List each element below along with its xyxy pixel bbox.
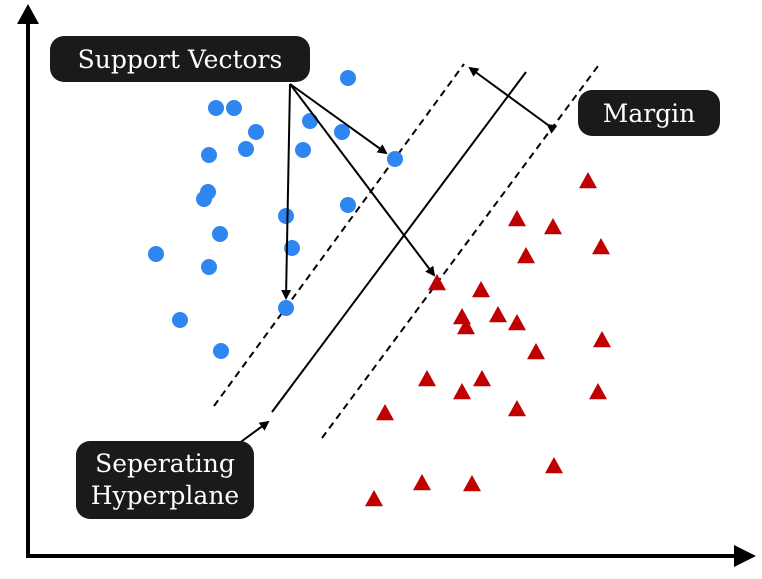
class-a-point	[148, 246, 164, 262]
support-vectors-text: Support Vectors	[77, 44, 283, 74]
class-a-point	[278, 208, 294, 224]
class-b-point	[593, 331, 611, 348]
class-b-point	[589, 383, 607, 400]
lower-margin-line	[321, 65, 599, 439]
class-b-point	[544, 218, 562, 235]
axes	[17, 4, 756, 567]
class-a-point	[213, 343, 229, 359]
class-a-point	[201, 259, 217, 275]
class-b-point	[579, 172, 597, 189]
class-a-points	[148, 70, 403, 359]
class-a-point	[196, 191, 212, 207]
support-vector-arrow-3	[289, 83, 388, 155]
class-b-point	[418, 370, 436, 387]
class-b-point	[453, 308, 471, 325]
separating-hyperplane-label: Seperating Hyperplane	[76, 441, 254, 519]
support-vector-arrow-2	[289, 83, 436, 277]
class-a-point	[172, 312, 188, 328]
hyperplane-text-line2: Hyperplane	[90, 481, 240, 510]
class-a-point	[334, 124, 350, 140]
class-a-point	[226, 100, 242, 116]
class-b-point	[472, 281, 490, 298]
annotation-arrows	[237, 66, 558, 445]
y-axis-arrow-icon	[17, 4, 39, 24]
class-b-point	[365, 490, 383, 507]
hyperplane-text-line1: Seperating	[95, 449, 235, 478]
class-a-point	[201, 147, 217, 163]
class-a-point	[295, 142, 311, 158]
class-a-point	[340, 70, 356, 86]
class-b-point	[508, 210, 526, 227]
class-b-point	[453, 383, 471, 400]
class-a-point	[208, 100, 224, 116]
class-b-point	[545, 457, 563, 474]
class-b-point	[592, 238, 610, 255]
class-a-point	[340, 197, 356, 213]
class-a-point	[278, 300, 294, 316]
class-a-point	[212, 226, 228, 242]
support-vector-arrow-1	[281, 83, 292, 300]
class-a-point	[387, 151, 403, 167]
class-b-point	[527, 343, 545, 360]
class-b-point	[473, 370, 491, 387]
hyperplane-arrow	[237, 420, 270, 445]
class-b-point	[413, 474, 431, 491]
class-a-point	[248, 124, 264, 140]
x-axis-arrow-icon	[734, 545, 756, 567]
class-b-point	[463, 475, 481, 492]
class-b-points	[365, 172, 611, 507]
margin-label: Margin	[578, 90, 720, 136]
support-vectors-label: Support Vectors	[50, 36, 310, 82]
margin-arrow	[468, 66, 558, 134]
upper-margin-line	[213, 63, 465, 407]
class-b-point	[457, 318, 475, 335]
margin-text: Margin	[602, 98, 696, 128]
class-b-point	[508, 400, 526, 417]
class-a-point	[302, 113, 318, 129]
class-b-point	[489, 306, 507, 323]
class-b-point	[508, 314, 526, 331]
class-b-point	[517, 247, 535, 264]
class-a-point	[238, 141, 254, 157]
class-b-point	[428, 274, 446, 291]
class-b-point	[376, 404, 394, 421]
